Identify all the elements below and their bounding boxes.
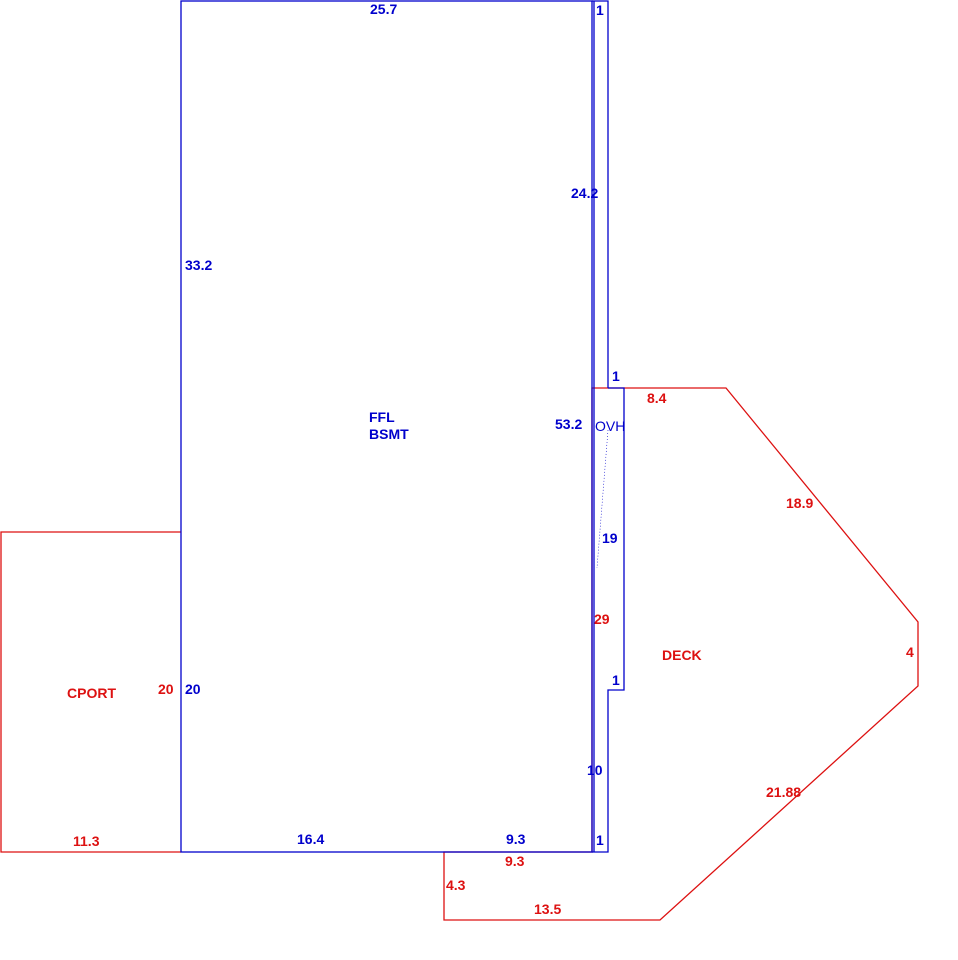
carport-area-label: CPORT: [67, 685, 116, 701]
dim-strip-side: 24.2: [571, 185, 598, 201]
dim-strip-bottom: 1: [596, 832, 604, 848]
dim-carport-bottom: 11.3: [73, 833, 100, 849]
dim-deck-top: 8.4: [647, 390, 667, 406]
dim-ovh-top: 1: [612, 368, 620, 384]
ovh-area-label: OVH: [595, 418, 625, 434]
ovh-diagonal-line: [596, 429, 609, 569]
dim-main-left-upper: 33.2: [185, 257, 212, 273]
main-building-outline: [180, 0, 593, 853]
dim-deck-lower-diagonal: 21.88: [766, 784, 801, 800]
dim-ovh-side: 19: [602, 530, 618, 546]
ovh-strip-outline: [592, 387, 625, 853]
dim-ovh-bottom: 1: [612, 672, 620, 688]
dim-main-top: 25.7: [370, 1, 397, 17]
main-area-label-line2: BSMT: [369, 426, 409, 442]
dim-main-bottom-left: 16.4: [297, 831, 324, 847]
carport-outline: [0, 531, 181, 853]
dim-deck-side: 29: [594, 611, 610, 627]
dim-strip-top: 1: [596, 2, 604, 18]
dim-main-left-lower: 20: [185, 681, 201, 697]
upper-strip-outline: [592, 0, 609, 852]
dim-deck-notch: 9.3: [505, 853, 525, 869]
deck-area-label: DECK: [662, 647, 702, 663]
dim-deck-upper-diagonal: 18.9: [786, 495, 813, 511]
main-area-label-line1: FFL: [369, 409, 395, 425]
dim-strip-lower-side: 10: [587, 762, 603, 778]
dim-deck-bottom: 13.5: [534, 901, 561, 917]
dim-main-bottom-right: 9.3: [506, 831, 526, 847]
dim-deck-left: 4.3: [446, 877, 466, 893]
dim-main-right: 53.2: [555, 416, 582, 432]
dim-carport-right: 20: [158, 681, 174, 697]
dim-deck-right: 4: [906, 644, 914, 660]
